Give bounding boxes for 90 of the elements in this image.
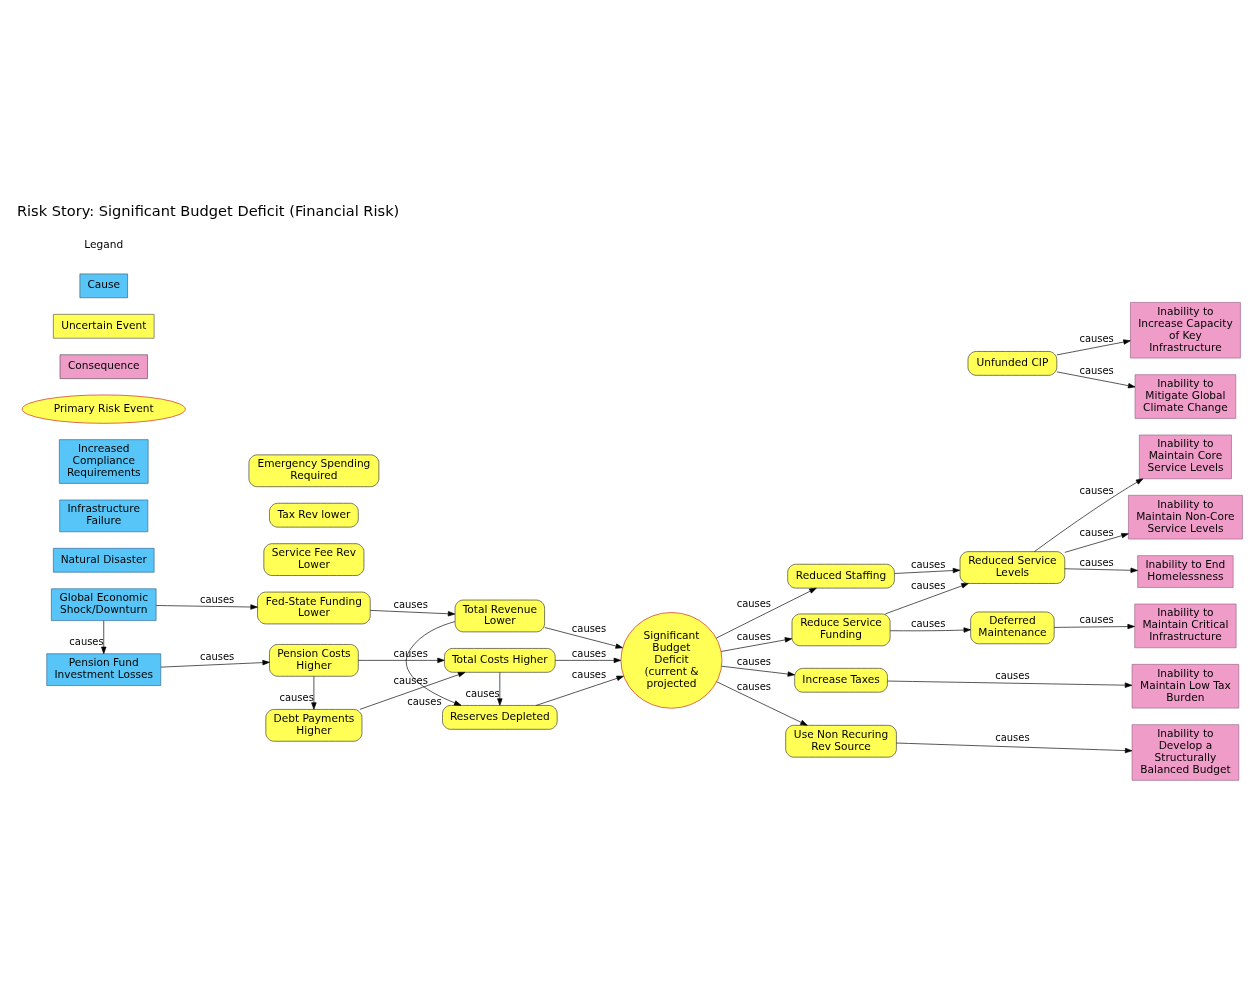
edge-label: causes xyxy=(995,731,1030,743)
node-box: Pension Fund Investment Losses xyxy=(46,652,162,686)
arrow xyxy=(1064,532,1129,553)
node-box: Natural Disaster xyxy=(53,547,155,573)
node-box: Reserves Depleted xyxy=(442,704,558,730)
arrow xyxy=(554,657,621,663)
label: Legand xyxy=(84,237,124,250)
edge-label: causes xyxy=(736,630,772,642)
arrow xyxy=(889,626,971,633)
edge-label: causes xyxy=(465,687,500,699)
edge-label: causes xyxy=(995,669,1030,681)
node-box: Reduced Staffing xyxy=(787,563,895,588)
node-box: Reduce Service Funding xyxy=(791,613,891,646)
edge-label: causes xyxy=(1079,332,1114,344)
node-box: Global Economic Shock/Downturn xyxy=(51,587,157,621)
arrow xyxy=(370,609,456,616)
edge-label: causes xyxy=(69,635,104,647)
edge-label: causes xyxy=(279,691,314,703)
node-box: Inability to Increase Capacity of Key Infrastructure xyxy=(1130,301,1241,358)
node-box: Pension Costs Higher xyxy=(269,643,359,677)
legend-label: Primary Risk Event xyxy=(53,401,154,414)
edge-label: causes xyxy=(736,655,772,667)
edge-label: causes xyxy=(393,647,428,659)
arrow xyxy=(721,665,795,677)
edge-label: causes xyxy=(736,680,772,692)
edge-label: causes xyxy=(407,695,442,707)
edge-label: causes xyxy=(393,674,428,686)
edge-label: causes xyxy=(571,622,607,634)
edge-label: causes xyxy=(911,579,946,591)
arrow xyxy=(887,680,1133,688)
node-box: Infrastructure Failure xyxy=(59,499,149,532)
edge-label: causes xyxy=(1079,613,1114,625)
edge-label: causes xyxy=(1079,364,1114,376)
arrow xyxy=(716,681,808,726)
arrow xyxy=(160,659,270,667)
edge-label: causes xyxy=(199,593,235,605)
arrow xyxy=(544,626,623,649)
arrow xyxy=(311,675,317,710)
node-box: Debt Payments Higher xyxy=(265,708,363,742)
node-box: Increase Taxes xyxy=(794,667,888,693)
arrow xyxy=(716,587,817,638)
arrow xyxy=(1034,478,1144,552)
legend-label: Uncertain Event xyxy=(61,318,147,331)
arrow xyxy=(884,582,969,614)
arrow xyxy=(358,657,445,663)
arrow xyxy=(101,619,107,654)
node-box: Inability to Maintain Core Service Levels xyxy=(1139,434,1232,479)
node-box: Fed-State Funding Lower xyxy=(257,591,371,624)
edge-label: causes xyxy=(1079,484,1114,496)
arrow xyxy=(1056,371,1136,388)
node-circle: Significant Budget Deficit (current & projected xyxy=(620,611,723,709)
arrow xyxy=(1056,338,1131,355)
arrow xyxy=(1064,567,1138,573)
node-box: Inability to Maintain Critical Infrastructure xyxy=(1134,603,1237,648)
node-box: Total Revenue Lower xyxy=(454,599,545,632)
edge-label: causes xyxy=(199,650,235,662)
node-box: Inability to End Homelessness xyxy=(1137,554,1234,588)
arrow xyxy=(1053,623,1135,629)
node-box: Use Non Recuring Rev Source xyxy=(785,724,897,757)
node-box: Inability to Develop a Structurally Balanced Budget xyxy=(1131,723,1240,781)
node-box: Inability to Maintain Low Tax Burden xyxy=(1131,663,1240,708)
arrow xyxy=(535,675,624,706)
node-box: Unfunded CIP xyxy=(967,350,1058,376)
node-box: Inability to Maintain Non-Core Service Levels xyxy=(1128,494,1243,539)
node-box: Total Costs Higher xyxy=(444,647,556,673)
edge-label: causes xyxy=(571,647,607,659)
legend-label: Cause xyxy=(87,277,121,290)
edge-label: causes xyxy=(911,558,946,570)
legend-label: Consequence xyxy=(67,358,140,371)
arrow xyxy=(720,636,793,652)
edge-label: causes xyxy=(911,617,946,629)
arrow xyxy=(894,567,961,574)
arrow xyxy=(405,620,462,706)
edge-label: causes xyxy=(1079,526,1114,538)
node-box: Service Fee Rev Lower xyxy=(263,542,365,576)
node-box: Emergency Spending Required xyxy=(248,454,380,487)
edge-label: causes xyxy=(393,598,428,610)
edge-label: causes xyxy=(1079,556,1114,568)
node-box: Inability to Mitigate Global Climate Change xyxy=(1134,373,1237,419)
arrow xyxy=(359,671,466,710)
edge-label: causes xyxy=(736,597,772,609)
diagram-title: Risk Story: Significant Budget Deficit (Financial Risk) xyxy=(16,201,400,219)
edge-label: causes xyxy=(571,668,607,680)
arrow xyxy=(896,742,1133,753)
arrow xyxy=(155,603,258,610)
arrow xyxy=(497,671,503,706)
node-box: Increased Compliance Requirements xyxy=(59,438,149,484)
node-box: Reduced Service Levels xyxy=(959,550,1066,584)
node-box: Tax Rev lower xyxy=(269,502,359,527)
node-box: Deferred Maintenance xyxy=(970,611,1055,644)
